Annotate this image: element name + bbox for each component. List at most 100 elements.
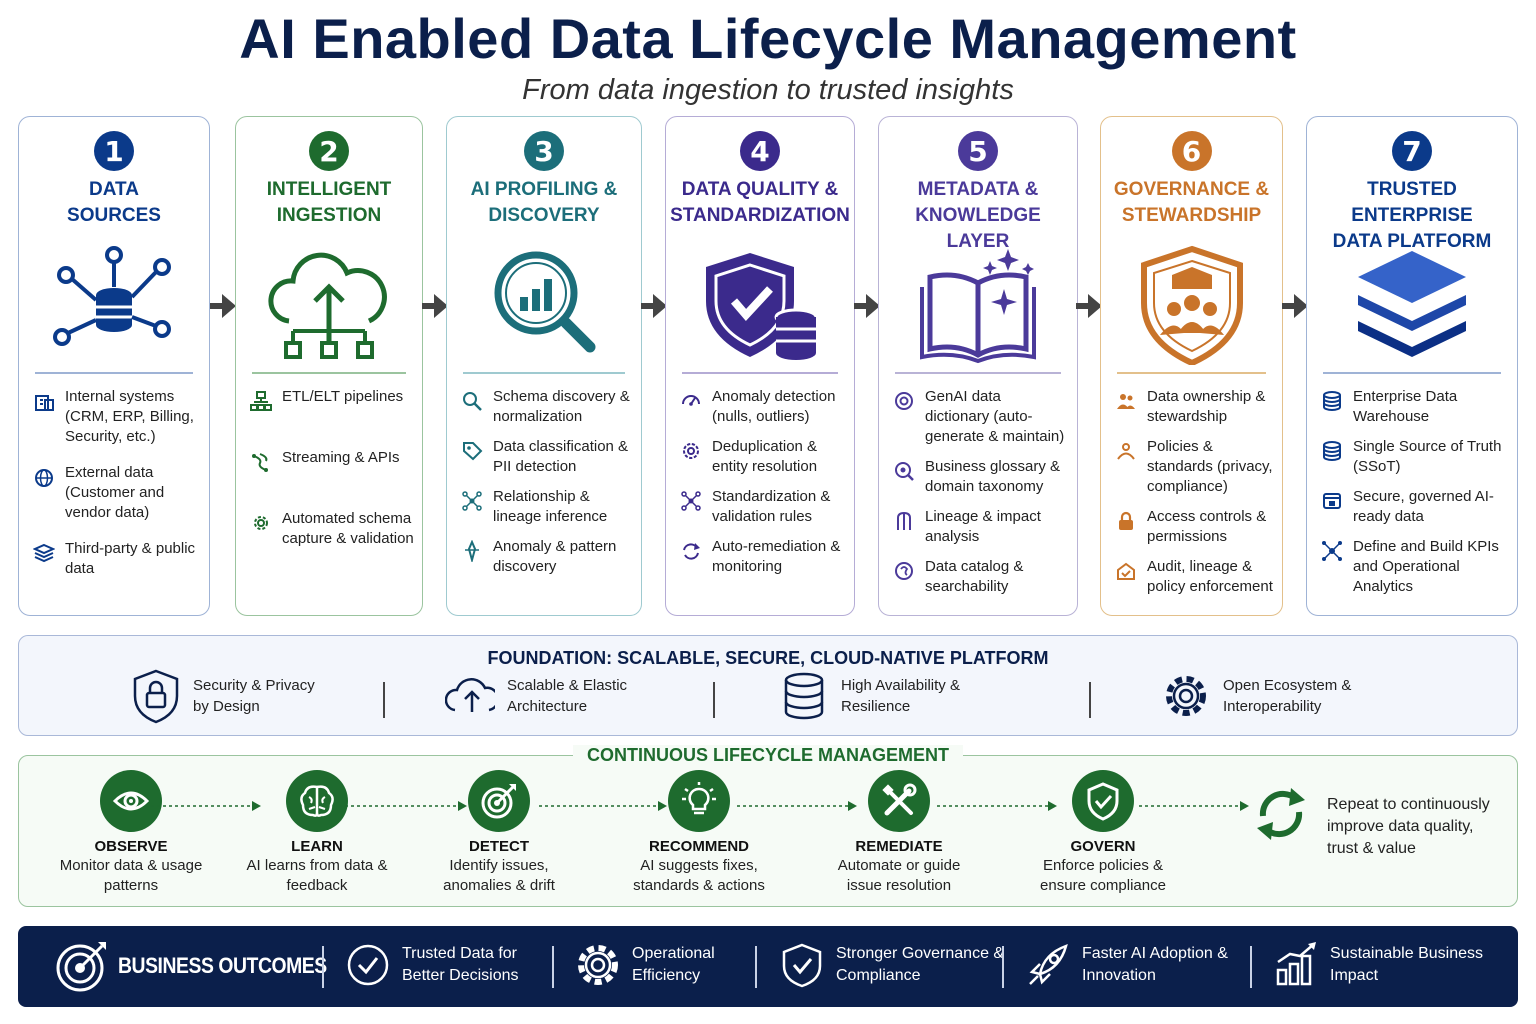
- lifecycle-step-circle: [668, 770, 730, 832]
- lifecycle-step-name: RECOMMEND: [649, 838, 749, 855]
- stage-item-text: Single Source of Truth (SSoT): [1353, 438, 1502, 475]
- foundation-item: High Availability & Resilience: [779, 668, 981, 724]
- stage-item: Access controls & permissions: [1115, 507, 1274, 547]
- stage-item-list: Internal systems (CRM, ERP, Billing, Sec…: [32, 387, 201, 595]
- lifecycle-step-desc: AI suggests fixes, standards & actions: [633, 857, 765, 894]
- stage-item-text: Policies & standards (privacy, complianc…: [1147, 438, 1273, 495]
- stage-item-text: ETL/ELT pipelines: [282, 388, 404, 405]
- pattern-icon: [461, 539, 483, 564]
- stage-item: Secure, governed AI-ready data: [1321, 487, 1509, 527]
- flow-dashed-arrow: [339, 801, 467, 811]
- search-icon: [461, 390, 483, 412]
- stage-item: Deduplication & entity resolution: [680, 437, 846, 477]
- foundation-divider: [713, 682, 715, 718]
- stage-item: Relationship & lineage inference: [461, 487, 633, 527]
- shield-check-icon: [782, 943, 822, 988]
- stage-item: Anomaly & pattern discovery: [461, 537, 633, 577]
- flow-dashed-arrow: [737, 801, 857, 811]
- outcome-item: Trusted Data for Better Decisions: [346, 942, 552, 988]
- lifecycle-step-name: DETECT: [469, 838, 529, 855]
- stack-layers-icon: [1358, 251, 1466, 357]
- network-icon: [461, 490, 483, 512]
- foundation-panel: FOUNDATION: SCALABLE, SECURE, CLOUD-NATI…: [18, 635, 1518, 736]
- stage-item: Data catalog & searchability: [893, 557, 1069, 597]
- stage-number-badge: 7: [1392, 131, 1432, 171]
- foundation-item: Scalable & Elastic Architecture: [445, 668, 657, 724]
- lifecycle-step-remediate: REMEDIATE Automate or guide issue resolu…: [799, 770, 999, 896]
- stage-number-badge: 3: [524, 131, 564, 171]
- lifecycle-step-circle: [868, 770, 930, 832]
- flow-arrow-icon: [421, 294, 448, 318]
- foundation-title: FOUNDATION: SCALABLE, SECURE, CLOUD-NATI…: [487, 648, 1049, 668]
- lifecycle-step-govern: GOVERN Enforce policies & ensure complia…: [1003, 770, 1203, 896]
- eye-icon: [112, 791, 150, 811]
- outcome-item: Faster AI Adoption & Innovation: [1026, 942, 1232, 988]
- stage-item-list: GenAI data dictionary (auto-generate & m…: [893, 387, 1069, 607]
- check-circle-icon: [347, 944, 389, 986]
- stage-item: Audit, lineage & policy enforcement: [1115, 557, 1274, 597]
- outcome-divider: [1002, 946, 1004, 988]
- lifecycle-step-observe: OBSERVE Monitor data & usage patterns: [31, 770, 231, 896]
- stage-title: TRUSTED ENTERPRISE DATA PLATFORM: [1332, 179, 1492, 252]
- stage-divider: [1117, 372, 1266, 374]
- lineage-icon: [893, 510, 915, 532]
- stage-item-text: Data catalog & searchability: [925, 558, 1024, 595]
- stage-number-badge: 5: [958, 131, 998, 171]
- cloud-upload-icon: [445, 678, 495, 712]
- stage-card: 3 AI PROFILING & DISCOVERY Schema discove…: [446, 116, 642, 616]
- stage-item-text: Internal systems (CRM, ERP, Billing, Sec…: [65, 388, 194, 445]
- stage-item-text: Audit, lineage & policy enforcement: [1147, 558, 1273, 595]
- stage-item-text: Define and Build KPIs and Operational An…: [1353, 538, 1499, 595]
- outcome-item-text: Stronger Governance & Compliance: [836, 945, 1005, 984]
- pipeline-icon: [250, 390, 272, 412]
- stage-item: Auto-remediation & monitoring: [680, 537, 846, 577]
- stage-item-text: Secure, governed AI-ready data: [1353, 488, 1494, 525]
- stage-item: Business glossary & domain taxonomy: [893, 457, 1069, 497]
- tools-icon: [882, 783, 917, 816]
- stage-item-text: Auto-remediation & monitoring: [712, 538, 841, 575]
- book-sparkle-icon: [920, 249, 1036, 364]
- secure-data-icon: [1321, 490, 1343, 512]
- foundation-item-text: Scalable & Elastic Architecture: [507, 677, 628, 715]
- stage-item: Streaming & APIs: [250, 448, 414, 473]
- rocket-icon: [1029, 943, 1068, 985]
- outcome-item-text: Faster AI Adoption & Innovation: [1082, 945, 1228, 984]
- foundation-item-text: High Availability & Resilience: [841, 677, 960, 715]
- flow-dashed-arrow: [539, 801, 667, 811]
- flow-arrow-icon: [209, 294, 236, 318]
- outcome-item: Operational Efficiency: [576, 942, 742, 988]
- lifecycle-step-name: LEARN: [291, 838, 343, 855]
- stage-title: INTELLIGENT INGESTION: [266, 179, 392, 226]
- business-outcomes-title: BUSINESS OUTCOMES: [118, 953, 327, 978]
- stage-item-text: Deduplication & entity resolution: [712, 438, 818, 475]
- gear-icon: [578, 945, 618, 985]
- foundation-item: Open Ecosystem & Interoperability: [1161, 668, 1363, 724]
- stage-item-text: Third-party & public data: [65, 540, 196, 577]
- stage-title: AI PROFILING & DISCOVERY: [470, 179, 618, 226]
- lifecycle-step-desc: AI learns from data & feedback: [246, 857, 388, 894]
- lifecycle-step-circle: [286, 770, 348, 832]
- business-outcomes-bar: BUSINESS OUTCOMES Trusted Data for Bette…: [18, 926, 1518, 1007]
- lightbulb-icon: [682, 782, 716, 815]
- stage-item-text: Streaming & APIs: [282, 449, 400, 466]
- policy-icon: [1115, 440, 1137, 462]
- stage-item-text: Automated schema capture & validation: [282, 510, 414, 547]
- stage-item-text: External data (Customer and vendor data): [65, 464, 165, 521]
- stage-item: Internal systems (CRM, ERP, Billing, Sec…: [33, 387, 201, 447]
- lifecycle-step-desc: Identify issues, anomalies & drift: [443, 857, 555, 894]
- lifecycle-step-detect: DETECT Identify issues, anomalies & drif…: [399, 770, 599, 896]
- database-icon: [784, 672, 824, 720]
- stage-item-text: Anomaly detection (nulls, outliers): [712, 388, 836, 425]
- outcome-item-text: Operational Efficiency: [632, 945, 715, 984]
- refresh-icon: [680, 540, 702, 562]
- foundation-item-text: Security & Privacy by Design: [193, 677, 315, 715]
- gear-check-icon: [250, 512, 272, 534]
- lifecycle-step-circle: [100, 770, 162, 832]
- stage-item: Single Source of Truth (SSoT): [1321, 437, 1509, 477]
